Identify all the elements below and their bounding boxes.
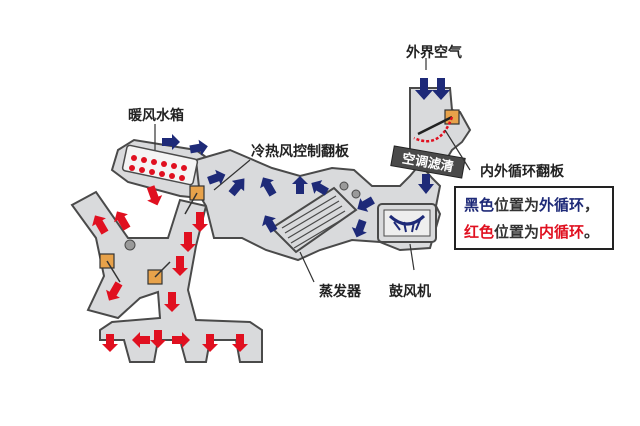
label-blower: 鼓风机: [389, 283, 431, 300]
evaporator-grille: [281, 195, 349, 249]
blower-wheel: [383, 209, 431, 237]
label-temp-blend-door: 冷热风控制翻板: [251, 143, 350, 160]
legend-red-word: 红色: [464, 223, 495, 241]
label-evaporator: 蒸发器: [319, 283, 362, 300]
legend-line-recirc: 红色位置为内循环。: [464, 219, 604, 246]
label-recirc-door: 内外循环翻板: [480, 163, 565, 180]
legend-black-word: 黑色: [464, 196, 495, 214]
cold-airflow-arrows: [162, 78, 450, 238]
heater-core: [121, 144, 199, 186]
legend-position-text-2: 位置为: [494, 223, 540, 241]
label-heater-core: 暖风水箱: [128, 107, 184, 124]
legend-position-text: 位置为: [494, 196, 540, 214]
pivot-markers: [124, 181, 361, 251]
recirc-door: [413, 115, 454, 143]
legend-outside-circulation: 外循环: [539, 196, 585, 214]
legend-inside-circulation: 内循环: [539, 223, 585, 241]
lower-distribution-duct: [70, 190, 263, 363]
warm-airflow-arrows: [92, 185, 248, 352]
legend-box: 黑色位置为外循环， 红色位置为内循环。: [454, 186, 614, 250]
intake-arrow-right: [432, 78, 450, 100]
label-outside-air: 外界空气: [406, 44, 462, 61]
legend-line-outside: 黑色位置为外循环，: [464, 192, 604, 219]
legend-comma: ，: [584, 196, 600, 214]
intake-arrow-left: [415, 78, 433, 100]
leader-lines: [154, 58, 471, 283]
legend-period: 。: [584, 223, 600, 241]
